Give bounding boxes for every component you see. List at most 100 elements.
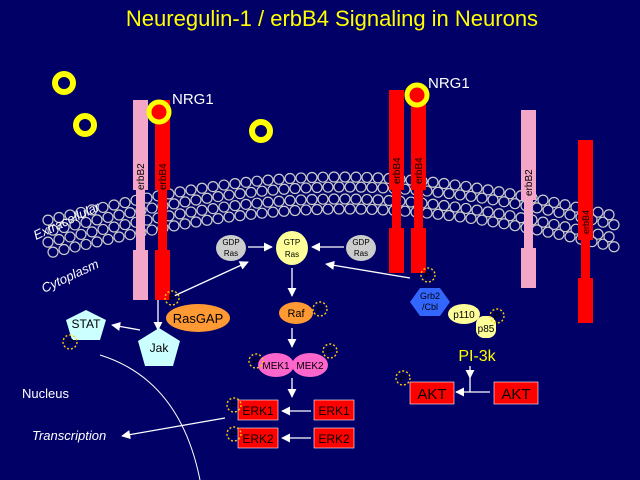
- lipid-head-icon: [597, 238, 609, 250]
- gdp-ras-protein: [346, 235, 376, 261]
- erbB4-receptor-intracellular: [578, 278, 593, 323]
- lipid-head-icon: [64, 209, 76, 221]
- erbB4-receptor-intracellular: [155, 250, 170, 300]
- phospho-label: P: [399, 373, 406, 385]
- erbB4-label: erbB4: [581, 210, 591, 234]
- lipid-head-icon: [498, 196, 510, 208]
- lipid-head-icon: [223, 189, 235, 201]
- lipid-head-icon: [333, 203, 345, 215]
- lipid-head-icon: [229, 178, 241, 190]
- lipid-head-icon: [267, 184, 279, 196]
- lipid-head-icon: [201, 192, 213, 204]
- lipid-head-icon: [174, 186, 186, 198]
- lipid-head-icon: [355, 181, 367, 193]
- lipid-head-icon: [168, 198, 180, 210]
- lipid-head-icon: [146, 224, 158, 236]
- lipid-head-icon: [493, 208, 505, 220]
- raf-protein: [279, 302, 313, 324]
- lipid-head-icon: [185, 206, 197, 218]
- nucleus-boundary: [99, 354, 201, 480]
- lipid-head-icon: [58, 221, 70, 234]
- lipid-head-icon: [102, 211, 114, 224]
- lipid-head-icon: [372, 194, 384, 206]
- erbB2-receptor-transmembrane: [524, 200, 533, 248]
- akt-label: AKT: [417, 386, 446, 403]
- lipid-head-icon: [251, 175, 263, 187]
- phospho-starburst-icon: [489, 308, 505, 324]
- mek2-label: MEK2: [296, 361, 324, 372]
- erk2-phospho-protein: [237, 427, 279, 449]
- erk2-label: ERK2: [242, 432, 274, 446]
- lipid-head-icon: [311, 181, 323, 194]
- lipid-head-icon: [399, 205, 411, 217]
- phospho-starburst-icon: [164, 290, 180, 306]
- lipid-head-icon: [333, 181, 345, 193]
- erbB4-receptor-transmembrane: [581, 240, 590, 280]
- lipid-head-icon: [86, 204, 98, 216]
- nrg1-label-left: NRG1: [172, 91, 214, 108]
- gdp-label: GDP: [222, 238, 239, 247]
- lipid-head-icon: [366, 203, 378, 216]
- phospho-starburst-icon: [226, 397, 242, 413]
- lipid-head-icon: [548, 196, 560, 209]
- erk1-label: ERK1: [318, 404, 350, 418]
- lipid-head-icon: [542, 226, 554, 238]
- grb2-cbl-protein: [410, 288, 450, 316]
- lipid-head-icon: [251, 197, 263, 209]
- gtp-ras: GTP Ras: [276, 231, 308, 265]
- lipid-head-icon: [454, 211, 466, 223]
- rasgap-protein: [166, 304, 230, 332]
- lipid-head-icon: [454, 189, 466, 201]
- arrow-jak-to-stat: [111, 321, 141, 331]
- lipid-head-icon: [559, 199, 571, 211]
- lipid-head-icon: [64, 231, 76, 243]
- lipid-head-icon: [196, 204, 208, 216]
- gdp-ras-protein: [216, 235, 246, 261]
- lipid-head-icon: [553, 228, 565, 241]
- lipid-head-icon: [47, 246, 59, 258]
- lipid-head-icon: [592, 206, 604, 218]
- cbl-label: /Cbl: [422, 302, 438, 312]
- lipid-head-icon: [317, 171, 329, 183]
- erbB4-receptor-transmembrane: [392, 190, 401, 230]
- lipid-head-icon: [377, 204, 389, 216]
- lipid-head-icon: [262, 196, 274, 208]
- gtp-ras-protein: [276, 231, 308, 265]
- nrg1-ligand-icon: [73, 113, 97, 137]
- lipid-head-icon: [339, 171, 351, 183]
- phospho-label: P: [230, 429, 237, 441]
- p110-label: p110: [453, 310, 475, 321]
- arrow-grb2-to-ras: [325, 260, 411, 279]
- phospho-label: P: [493, 311, 500, 323]
- pi3k-label: PI-3k: [458, 348, 496, 365]
- erbB4-receptor-extracellular: [411, 90, 426, 190]
- receptor-dimer-right: erbB4 erbB4 NRG1: [389, 75, 470, 273]
- lipid-head-icon: [476, 192, 488, 204]
- lipid-head-icon: [366, 181, 378, 194]
- lipid-head-icon: [553, 206, 565, 219]
- p85-protein: [476, 316, 496, 338]
- phospho-starburst-icon: [226, 426, 242, 442]
- lipid-head-icon: [58, 243, 70, 256]
- lipid-head-icon: [234, 210, 246, 222]
- lipid-head-icon: [350, 171, 362, 183]
- lipid-head-icon: [504, 210, 516, 222]
- phospho-label: P: [168, 293, 175, 305]
- lipid-head-icon: [328, 193, 340, 205]
- lipid-head-icon: [245, 186, 257, 198]
- lipid-head-icon: [273, 195, 285, 207]
- lipid-head-icon: [443, 209, 455, 222]
- phospho-label: P: [230, 400, 237, 412]
- lipid-head-icon: [42, 236, 54, 248]
- erk2-label: ERK2: [318, 432, 350, 446]
- akt-phospho-protein: [409, 381, 455, 405]
- lipid-head-icon: [124, 229, 136, 241]
- lipid-head-icon: [47, 224, 59, 236]
- nrg1-bound-icon: [404, 82, 430, 108]
- lipid-head-icon: [207, 180, 219, 193]
- lipid-head-icon: [372, 172, 384, 184]
- lipid-head-icon: [317, 193, 329, 205]
- erbB4-receptor-transmembrane: [158, 190, 167, 250]
- lipid-head-icon: [537, 216, 549, 228]
- raf-label: Raf: [287, 308, 305, 320]
